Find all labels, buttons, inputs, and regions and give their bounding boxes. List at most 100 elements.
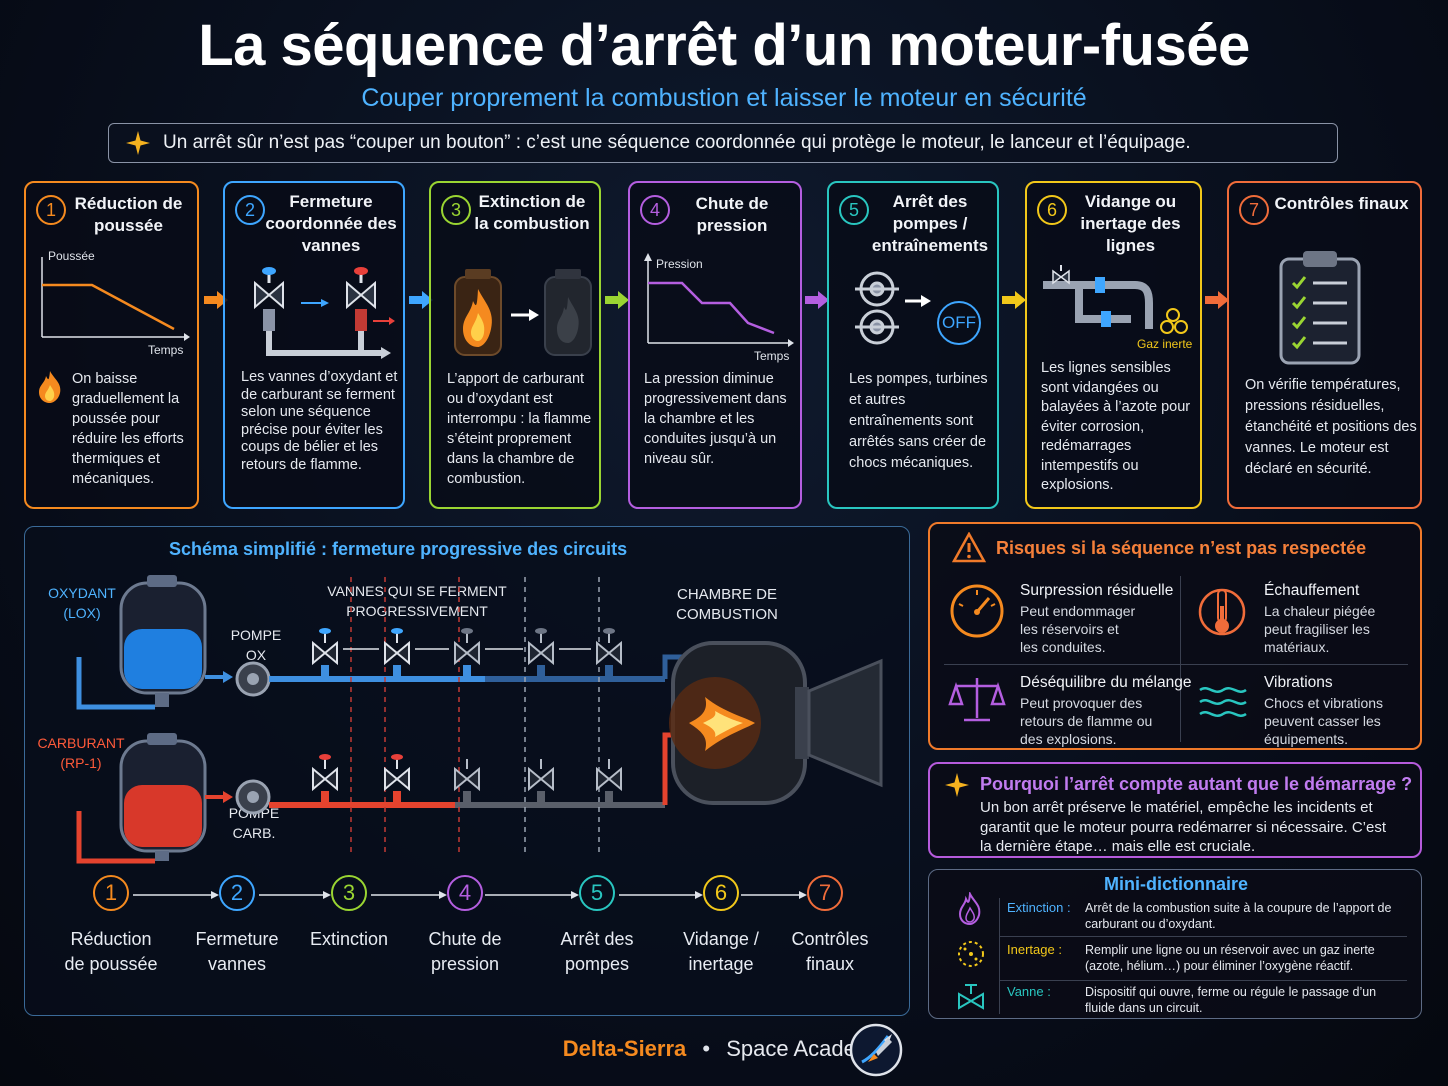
step-description: Les pompes, turbines et autres entraînem… bbox=[849, 371, 988, 471]
step-title: Arrêt des pompes / entraînements bbox=[871, 192, 989, 255]
why-title: Pourquoi l’arrêt compte autant que le dé… bbox=[980, 774, 1413, 794]
timeline-label-1: Réduction de poussée bbox=[64, 929, 158, 974]
schematic-diagram bbox=[76, 575, 883, 864]
risk-title-3: Déséquilibre du mélange bbox=[1020, 674, 1192, 691]
risk-title-2: Échauffement bbox=[1264, 582, 1360, 599]
graph-y-label: Poussée bbox=[48, 249, 95, 263]
step-description: Les vannes d’oxydant et de carburant se … bbox=[241, 369, 398, 473]
timeline-step-7: 7 bbox=[807, 875, 843, 911]
step-number: 7 bbox=[1239, 195, 1269, 225]
schematic-panel: Schéma simplifié : fermeture progressive… bbox=[24, 526, 910, 1016]
checklist-icon bbox=[1279, 251, 1361, 365]
combustion-chamber bbox=[669, 641, 883, 805]
valves-label: VANNES QUI SE FERMENT PROGRESSIVEMENT bbox=[327, 583, 507, 619]
why-panel: Pourquoi l’arrêt compte autant que le dé… bbox=[928, 762, 1422, 858]
step-description: La pression diminue progressivement dans… bbox=[644, 371, 787, 467]
step-title: Chute de pression bbox=[695, 194, 769, 235]
lox-tank bbox=[119, 575, 207, 707]
dict-term-2: Inertage : bbox=[1007, 942, 1062, 957]
timeline-step-3: 3 bbox=[331, 875, 367, 911]
timeline-label-7: Contrôles finaux bbox=[791, 929, 869, 974]
rp1-tank bbox=[119, 733, 207, 861]
step-card-1: 1 Réduction de poussée Poussée Temps On … bbox=[24, 181, 199, 509]
step-arrow-6 bbox=[1205, 291, 1229, 309]
pipe-icon bbox=[1043, 265, 1188, 334]
step-number: 6 bbox=[1037, 195, 1067, 225]
rocket-logo-icon bbox=[849, 1023, 903, 1077]
step-arrow-4 bbox=[805, 291, 829, 309]
fuel-valves bbox=[312, 754, 622, 805]
step-arrow-2 bbox=[409, 291, 433, 309]
flame-icon bbox=[958, 892, 981, 926]
dict-divider-v bbox=[999, 898, 1000, 1014]
page-subtitle: Couper proprement la combustion et laiss… bbox=[361, 84, 1087, 112]
timeline-label-2: Fermeture vannes bbox=[195, 929, 279, 974]
risks-divider-h bbox=[944, 664, 1408, 665]
intro-text: Un arrêt sûr n’est pas “couper un bouton… bbox=[163, 132, 1191, 153]
chamber-icon bbox=[454, 269, 592, 356]
footer-separator: • bbox=[702, 1036, 711, 1061]
timeline-step-5: 5 bbox=[579, 875, 615, 911]
dict-def-3: Dispositif qui ouvre, ferme ou régule le… bbox=[1085, 985, 1377, 1015]
graph-x-label: Temps bbox=[148, 343, 184, 357]
step-number: 4 bbox=[640, 195, 670, 225]
step-number: 2 bbox=[235, 195, 265, 225]
brand-name: Delta-Sierra bbox=[562, 1036, 687, 1061]
step-arrow-3 bbox=[605, 291, 629, 309]
timeline-label-3: Extinction bbox=[309, 929, 389, 949]
step-card-3: 3 Extinction de la combustion L’apport d… bbox=[429, 181, 601, 509]
chamber-label: CHAMBRE DE COMBUSTION bbox=[676, 586, 778, 623]
inert-gas-icon bbox=[958, 941, 984, 967]
timeline-label-5: Arrêt des pompes bbox=[560, 929, 634, 974]
dict-term-3: Vanne : bbox=[1007, 984, 1051, 999]
intro-banner: Un arrêt sûr n’est pas “couper un bouton… bbox=[108, 123, 1338, 163]
risks-panel: Risques si la séquence n’est pas respect… bbox=[928, 522, 1422, 750]
graph-y-label: Pression bbox=[656, 257, 703, 271]
timeline-label-4: Chute de pression bbox=[428, 929, 502, 974]
pump-icon bbox=[855, 271, 899, 345]
step-description: On vérifie températures, pressions résid… bbox=[1245, 377, 1417, 477]
step-card-6: 6 Vidange ou inertage des lignes Gaz ine… bbox=[1025, 181, 1202, 509]
thrust-graph bbox=[41, 257, 190, 341]
step-arrow-5 bbox=[1002, 291, 1026, 309]
ox-valves bbox=[312, 628, 622, 679]
schematic-title: Schéma simplifié : fermeture progressive… bbox=[169, 539, 628, 559]
arrow-icon bbox=[905, 295, 931, 307]
dict-term-1: Extinction : bbox=[1007, 900, 1071, 915]
step-title: Contrôles finaux bbox=[1274, 194, 1409, 213]
dict-def-2: Remplir une ligne ou un réservoir avec u… bbox=[1085, 943, 1375, 973]
graph-x-label: Temps bbox=[754, 349, 790, 363]
waves-icon bbox=[1199, 687, 1247, 717]
thermometer-icon bbox=[1198, 588, 1246, 636]
timeline-arrows bbox=[133, 891, 807, 899]
step-description: On baisse graduellement la poussée pour … bbox=[72, 371, 184, 487]
timeline-step-6: 6 bbox=[703, 875, 739, 911]
risk-body-3: Peut provoquer des retours de flamme ou … bbox=[1020, 695, 1153, 747]
warning-icon bbox=[952, 532, 986, 563]
timeline-step-4: 4 bbox=[447, 875, 483, 911]
pressure-graph bbox=[644, 253, 794, 347]
risk-body-1: Peut endommager les réservoirs et les co… bbox=[1020, 603, 1136, 655]
dictionary-panel: Mini-dictionnaire Extinction : Arrêt de … bbox=[928, 869, 1422, 1019]
dict-divider-1 bbox=[999, 936, 1407, 937]
step-card-4: 4 Chute de pression Pression Temps La pr… bbox=[628, 181, 802, 509]
page-title: La séquence d’arrêt d’un moteur-fusée bbox=[198, 13, 1250, 78]
step-title: Fermeture coordonnée des vannes bbox=[265, 192, 397, 255]
step-description: L’apport de carburant ou d’oxydant est i… bbox=[447, 371, 592, 487]
footer: Delta-Sierra • Space Academy bbox=[0, 1036, 1448, 1062]
dictionary-title: Mini-dictionnaire bbox=[1104, 874, 1248, 894]
step-number: 1 bbox=[36, 195, 66, 225]
sparkle-icon bbox=[945, 773, 969, 797]
timeline-step-1: 1 bbox=[93, 875, 129, 911]
step-card-2: 2 Fermeture coordonnée des vannes Les va… bbox=[223, 181, 405, 509]
off-indicator: OFF bbox=[937, 301, 981, 345]
step-title: Extinction de la combustion bbox=[474, 192, 590, 233]
step-title: Réduction de poussée bbox=[74, 194, 183, 235]
timeline-label-6: Vidange / inertage bbox=[683, 929, 759, 974]
risk-body-4: Chocs et vibrations peuvent casser les é… bbox=[1264, 695, 1384, 747]
dict-divider-2 bbox=[999, 980, 1407, 981]
step-card-7: 7 Contrôles finaux On vérifie températur… bbox=[1227, 181, 1422, 509]
risks-divider-v bbox=[1180, 576, 1181, 742]
sparkle-icon bbox=[126, 131, 150, 155]
step-description: Les lignes sensibles sont vidangées ou b… bbox=[1041, 360, 1191, 493]
